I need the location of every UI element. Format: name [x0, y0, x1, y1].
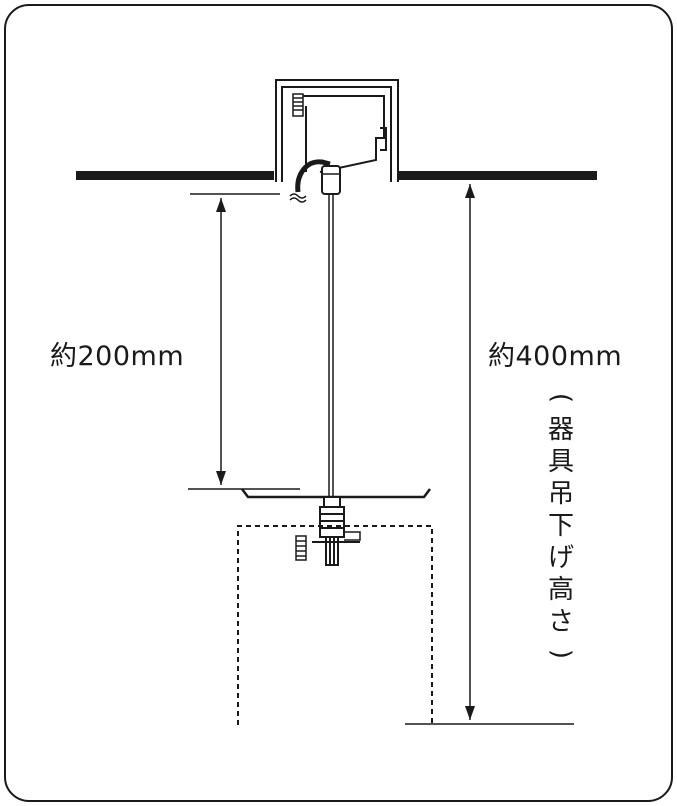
dimension-label-400mm: 約400mm [488, 341, 623, 372]
note-char: 器 [547, 415, 574, 445]
note-char: 下 [547, 511, 574, 541]
ceiling-left [76, 171, 274, 180]
socket-body [319, 496, 345, 566]
note-close-paren: ) [546, 648, 576, 660]
hanging-height-note: ( 器 具 吊 下 げ 高 さ ) [544, 382, 578, 670]
note-char: 吊 [547, 479, 574, 509]
note-char: げ [547, 543, 574, 573]
shade-plate [241, 488, 431, 499]
note-char: 具 [547, 447, 574, 477]
canopy-connector [321, 165, 341, 195]
note-open-paren: ( [546, 392, 576, 404]
diagram-frame [4, 4, 673, 802]
lamp-shade-outline [237, 525, 433, 725]
lamp-screw-icon [295, 535, 307, 561]
dimension-400mm [405, 184, 574, 725]
ceiling-right [398, 171, 597, 180]
dimension-label-200mm: 約200mm [50, 341, 185, 372]
note-char: さ [547, 607, 574, 637]
dimension-200mm [188, 193, 300, 490]
note-char: 高 [547, 575, 574, 605]
ceiling-box [275, 79, 399, 182]
bracket-screw-icon [292, 93, 304, 117]
power-cord [295, 159, 331, 193]
